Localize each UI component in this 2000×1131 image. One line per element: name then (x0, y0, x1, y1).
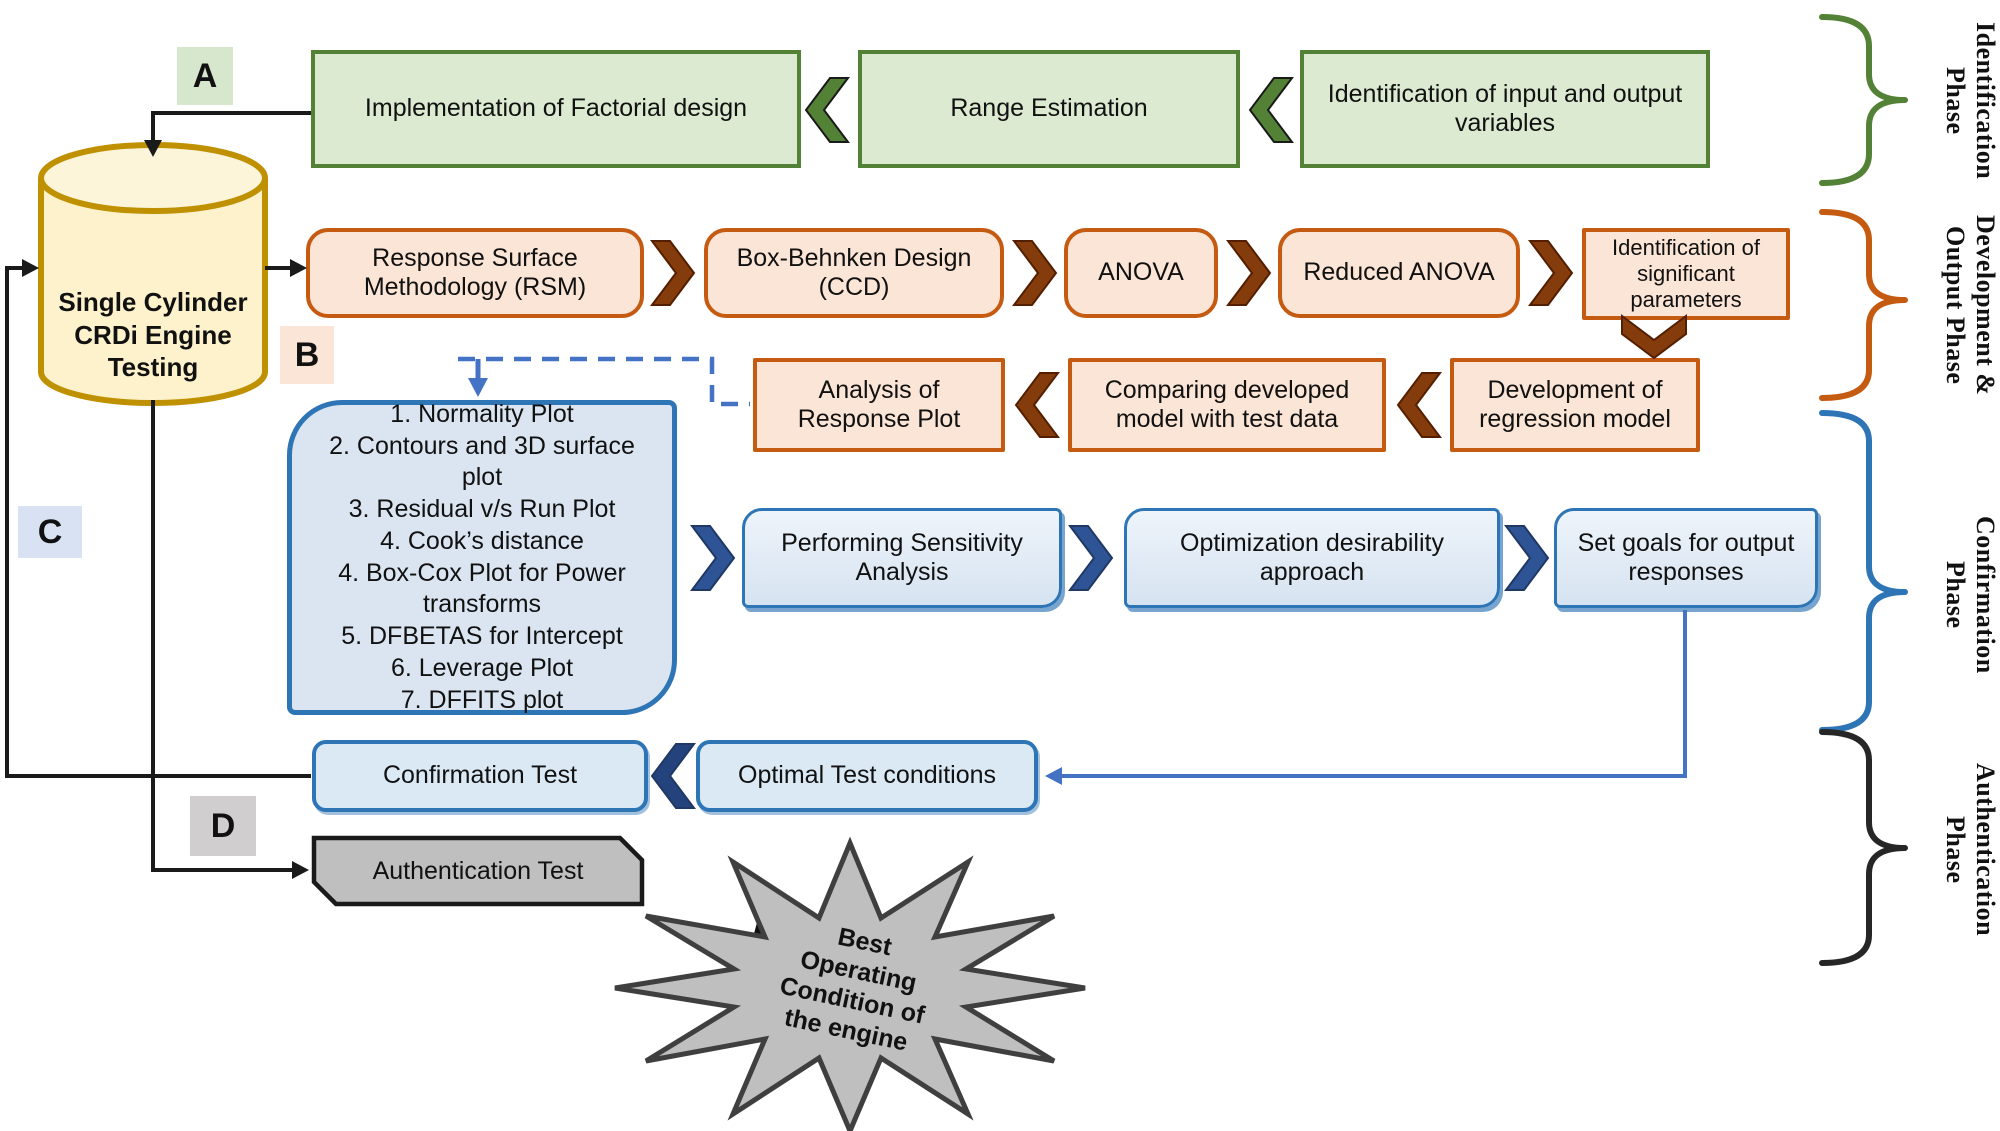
node-label: Development of regression model (1479, 375, 1671, 434)
diagnostics-item: 4. Cook’s distance (380, 526, 584, 555)
node-label: Optimal Test conditions (738, 761, 996, 790)
node-label: Reduced ANOVA (1303, 258, 1495, 287)
node-label: Identification of input and output varia… (1327, 79, 1683, 138)
diagnostics-item: 7. DFFITS plot (400, 685, 564, 714)
node-label: Response Surface Methodology (RSM) (363, 243, 587, 302)
node-label: Range Estimation (950, 94, 1148, 123)
node-label: Implementation of Factorial design (364, 94, 748, 123)
node-label: Identification of significant parameters (1612, 235, 1760, 312)
diagnostics-item: 6. Leverage Plot (390, 653, 574, 682)
node-anova: ANOVA (1064, 228, 1218, 318)
diagnostics-item: 5. DFBETAS for Intercept (341, 622, 623, 650)
diagnostics-panel: 1. Normality Plot 2. Contours and 3D sur… (287, 400, 677, 715)
node-optimization-desirability: Optimization desirability approach (1124, 508, 1500, 608)
node-range-estimation: Range Estimation (858, 50, 1240, 168)
node-label: Analysis of Response Plot (797, 375, 961, 434)
node-reduced-anova: Reduced ANOVA (1278, 228, 1520, 318)
diagnostics-item: 1. Normality Plot (390, 399, 574, 428)
node-label: Set goals for output responses (1577, 528, 1795, 587)
node-label: Comparing developed model with test data (1104, 375, 1350, 434)
node-implementation-factorial-design: Implementation of Factorial design (311, 50, 801, 168)
node-label: ANOVA (1098, 258, 1184, 287)
diagnostics-item: 2. Contours and 3D surface plot (329, 431, 635, 492)
node-label: Optimization desirability approach (1180, 528, 1444, 587)
node-label: Box-Behnken Design (CCD) (736, 243, 972, 302)
node-analysis-response-plot: Analysis of Response Plot (753, 358, 1005, 452)
diagnostics-item: 3. Residual v/s Run Plot (348, 495, 616, 523)
node-rsm: Response Surface Methodology (RSM) (306, 228, 644, 318)
node-development-regression-model: Development of regression model (1450, 358, 1700, 452)
diagnostics-item: 4. Box-Cox Plot for Power transforms (338, 558, 626, 619)
node-optimal-test-conditions: Optimal Test conditions (696, 740, 1038, 812)
node-set-goals-responses: Set goals for output responses (1554, 508, 1818, 608)
node-label: Performing Sensitivity Analysis (781, 528, 1023, 587)
node-confirmation-test: Confirmation Test (312, 740, 648, 812)
node-box-behnken-design: Box-Behnken Design (CCD) (704, 228, 1004, 318)
node-identify-input-output-variables: Identification of input and output varia… (1300, 50, 1710, 168)
node-label: Confirmation Test (382, 761, 578, 790)
node-compare-model-test-data: Comparing developed model with test data (1068, 358, 1386, 452)
node-sensitivity-analysis: Performing Sensitivity Analysis (742, 508, 1062, 608)
node-significant-parameters: Identification of significant parameters (1582, 228, 1790, 320)
